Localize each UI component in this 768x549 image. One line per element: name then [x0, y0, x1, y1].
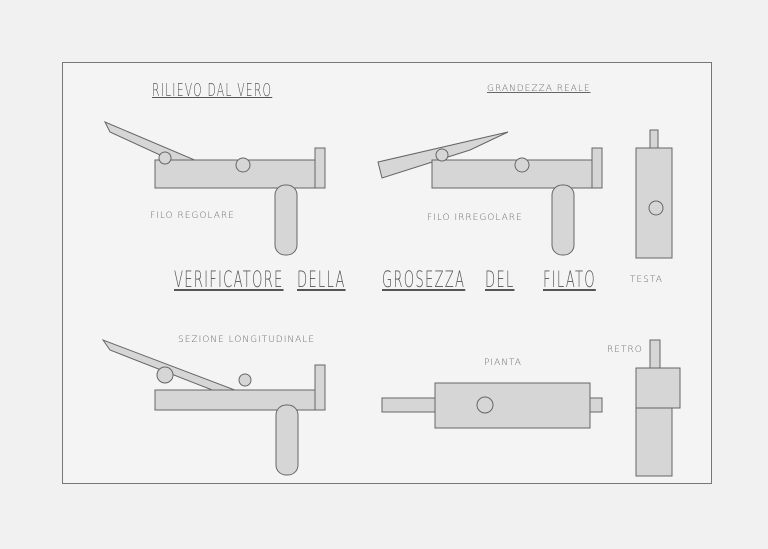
- drawing-testa: [635, 129, 673, 259]
- title-word-1: VERIFICATORE: [174, 268, 284, 293]
- header-left: RILIEVO DAL VERO: [152, 80, 273, 101]
- drawing-sheet: [62, 62, 712, 484]
- drawing-pianta: [381, 382, 603, 429]
- title-word-2: DELLA: [297, 268, 346, 293]
- label-filo-regolare: FILO REGOLARE: [150, 211, 235, 221]
- label-retro: RETRO: [607, 345, 643, 355]
- drawing-retro: [635, 339, 681, 477]
- drawing-filo-irregolare: [377, 131, 603, 256]
- drawing-filo-regolare: [103, 121, 326, 256]
- label-filo-irregolare: FILO IRREGOLARE: [427, 213, 523, 223]
- title-word-4: DEL: [485, 268, 515, 293]
- label-testa: TESTA: [630, 275, 663, 285]
- label-pianta: PIANTA: [484, 358, 522, 368]
- title-word-3: GROSEZZA: [382, 268, 466, 293]
- label-sezione: SEZIONE LONGITUDINALE: [178, 335, 315, 345]
- header-right: GRANDEZZA REALE: [487, 84, 591, 94]
- drawing-sezione: [101, 338, 326, 476]
- title-word-5: FILATO: [543, 268, 596, 293]
